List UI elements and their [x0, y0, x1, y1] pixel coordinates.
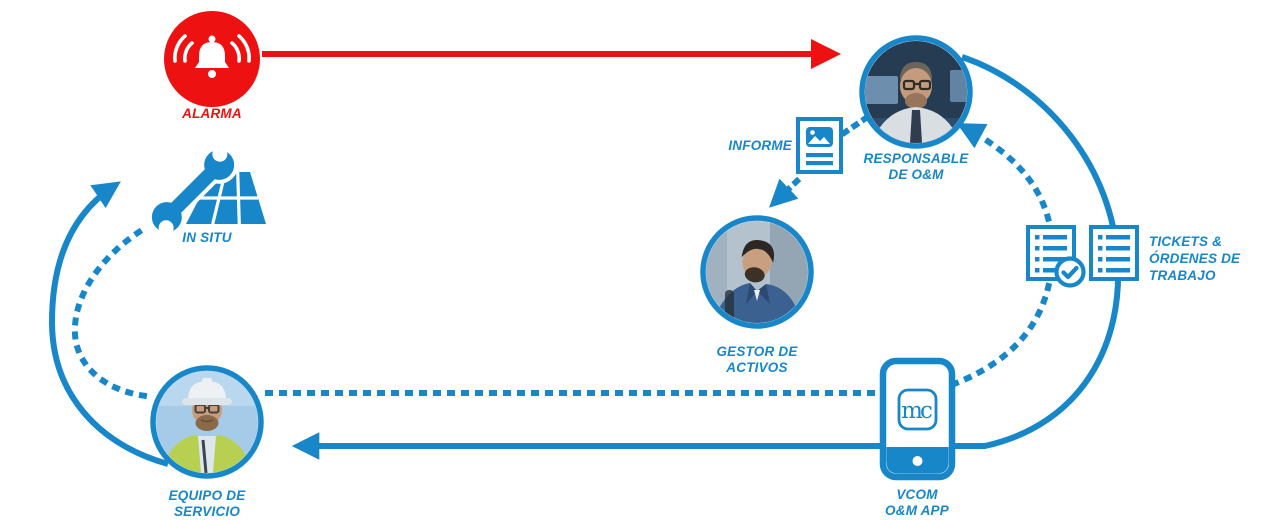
informe-label: INFORME	[728, 138, 792, 153]
dispatch-insitu-arrow	[48, 181, 169, 467]
tickets-label-line3: TRABAJO	[1149, 268, 1216, 283]
mc-logo-text: mc	[901, 398, 932, 424]
responsable-node: RESPONSABLE DE O&M	[859, 35, 973, 182]
equipo-label-line2: SERVICIO	[174, 504, 240, 519]
gestor-node: GESTOR DE ACTIVOS	[700, 215, 814, 375]
equipo-label-line1: EQUIPO DE	[169, 488, 247, 503]
insitu-label: IN SITU	[182, 230, 232, 245]
responsable-label-line2: DE O&M	[888, 167, 944, 182]
alarm-label: ALARMA	[181, 106, 242, 121]
home-button	[912, 456, 923, 466]
informe-node: INFORME	[728, 117, 843, 174]
vcom-label-line1: VCOM	[896, 487, 938, 502]
ticket-icon	[1089, 225, 1139, 281]
alarm-node: ALARMA	[164, 11, 260, 121]
wrench-icon	[147, 145, 239, 237]
bell-icon	[173, 34, 251, 78]
checkmark-icon	[1054, 256, 1086, 288]
insitu-feedback-dotted	[71, 227, 150, 400]
responsable-photo-border	[859, 35, 973, 149]
equipo-photo-border	[150, 365, 264, 479]
insitu-node: IN SITU	[147, 145, 266, 245]
gestor-photo-border	[700, 215, 814, 329]
report-link-dotted	[839, 113, 871, 138]
tickets-label-line2: ÓRDENES DE	[1149, 251, 1241, 266]
ticket-checked-icon	[1026, 225, 1086, 288]
report-icon	[796, 117, 843, 174]
mc-logo: mc	[897, 388, 938, 431]
equipo-photo	[156, 371, 258, 473]
vcom-node: mc VCOM O&M APP	[879, 357, 956, 518]
tickets-node: TICKETS & ÓRDENES DE TRABAJO	[1026, 225, 1241, 288]
hard-hat	[182, 378, 232, 405]
responsable-label-line1: RESPONSABLE	[864, 151, 970, 166]
equipo-node: EQUIPO DE SERVICIO	[150, 365, 264, 519]
report-to-manager-dotted-arrow	[769, 176, 802, 208]
tickets-label-line1: TICKETS &	[1149, 234, 1222, 249]
gestor-label-line2: ACTIVOS	[725, 360, 787, 375]
vcom-label-line2: O&M APP	[885, 503, 950, 518]
phone-icon: mc	[879, 357, 956, 481]
gestor-label-line1: GESTOR DE	[716, 344, 798, 359]
